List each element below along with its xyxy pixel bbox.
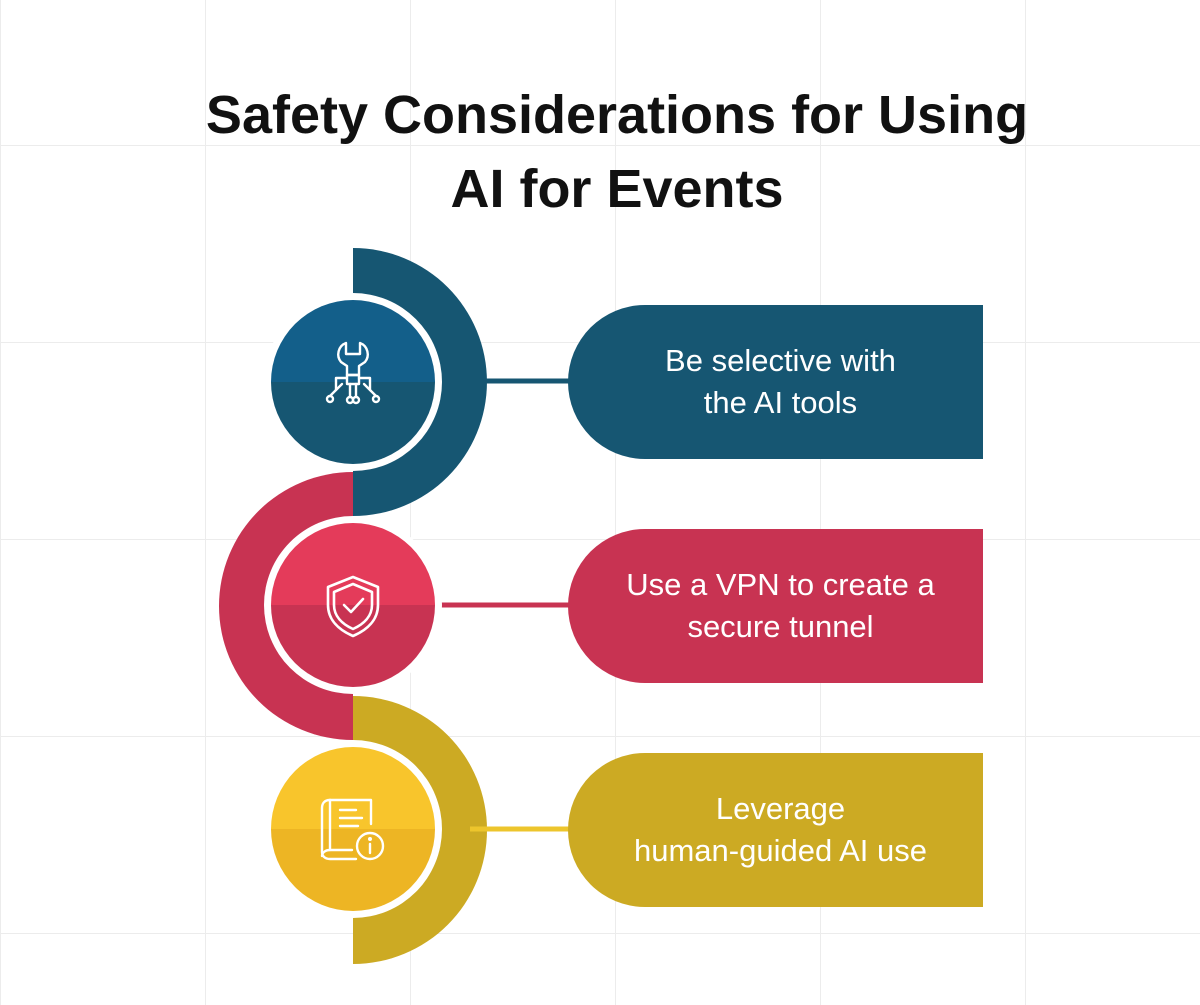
page-title-line-1: Safety Considerations for Using [205,85,1029,145]
page-title-line-2: AI for Events [450,159,784,219]
step-1-label-line-1: Be selective with [665,343,896,378]
step-3-label-line-1: Leverage [715,791,846,826]
step-1-label: Be selective with the AI tools [665,340,896,424]
step-3-badge [264,740,442,918]
shield-check-icon [326,575,380,638]
step-1-label-line-2: the AI tools [703,385,858,420]
step-3-label: Leverage human-guided AI use [634,788,927,872]
step-2-label-line-1: Use a VPN to create a [626,567,935,602]
step-1-badge [264,293,442,471]
step-2-label: Use a VPN to create a secure tunnel [626,564,934,648]
wrench-circuit-icon [325,341,381,405]
step-2-badge [264,516,442,694]
step-2-card: Use a VPN to create a secure tunnel [568,529,983,683]
step-2-label-line-2: secure tunnel [687,609,874,644]
step-3-card: Leverage human-guided AI use [568,753,983,907]
book-info-icon [320,798,385,861]
step-3-label-line-2: human-guided AI use [634,833,927,868]
page-title: Safety Considerations for Using AI for E… [0,78,1200,226]
step-1-card: Be selective with the AI tools [568,305,983,459]
